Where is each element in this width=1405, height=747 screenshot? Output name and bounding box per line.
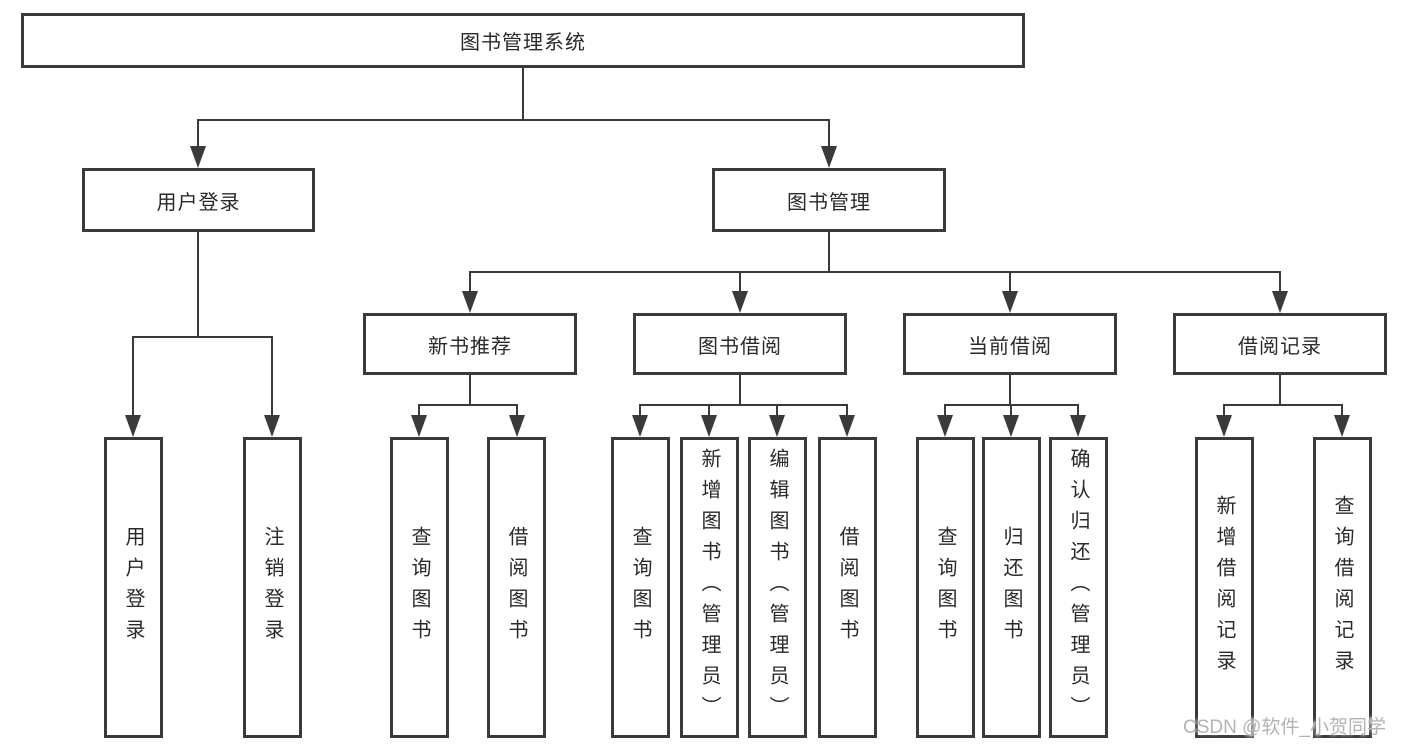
connector-line xyxy=(469,271,1281,273)
leaf-borrow-books-label: 借阅图书 xyxy=(836,525,858,650)
arrowhead-icon xyxy=(701,415,717,437)
node-root-label: 图书管理系统 xyxy=(460,32,586,54)
connector-line xyxy=(1010,404,1012,420)
leaf-return-books: 归还图书 xyxy=(982,437,1041,738)
connector-line xyxy=(522,68,524,121)
arrowhead-icon xyxy=(125,415,141,437)
arrowhead-icon xyxy=(462,291,478,313)
leaf-confirm-return-admin: 确认归还（管理员） xyxy=(1049,437,1108,738)
leaf-add-borrow-record: 新增借阅记录 xyxy=(1195,437,1254,738)
connector-line xyxy=(1009,271,1011,293)
leaf-query-books-borrow-label: 查询图书 xyxy=(629,525,651,650)
leaf-query-books-current-label: 查询图书 xyxy=(934,525,956,650)
connector-line xyxy=(418,404,420,420)
connector-line xyxy=(739,375,741,406)
connector-line xyxy=(1077,404,1079,420)
leaf-query-books-recommend-label: 查询图书 xyxy=(408,525,430,650)
connector-line xyxy=(132,336,273,338)
arrowhead-icon xyxy=(1002,291,1018,313)
connector-line xyxy=(708,404,710,420)
connector-line xyxy=(828,119,830,150)
node-borrow-records-label: 借阅记录 xyxy=(1238,335,1322,358)
node-current-borrow-label: 当前借阅 xyxy=(968,335,1052,358)
node-user-login-label: 用户登录 xyxy=(156,191,241,214)
leaf-logout: 注销登录 xyxy=(243,437,302,738)
arrowhead-icon xyxy=(1216,415,1232,437)
connector-line xyxy=(846,404,848,420)
leaf-borrow-books-recommend-label: 借阅图书 xyxy=(505,525,527,650)
node-new-book-recommend-label: 新书推荐 xyxy=(428,335,512,358)
connector-line xyxy=(469,375,471,406)
connector-line xyxy=(944,404,946,420)
leaf-borrow-books: 借阅图书 xyxy=(818,437,877,738)
arrowhead-icon xyxy=(190,146,206,168)
arrowhead-icon xyxy=(632,415,648,437)
leaf-confirm-return-admin-label: 确认归还（管理员） xyxy=(1067,448,1089,727)
leaf-return-books-label: 归还图书 xyxy=(1000,525,1022,650)
connector-line xyxy=(197,119,199,150)
leaf-edit-books-admin-label: 编辑图书（管理员） xyxy=(766,448,788,727)
arrowhead-icon xyxy=(839,415,855,437)
arrowhead-icon xyxy=(1003,415,1019,437)
connector-line xyxy=(1279,375,1281,406)
arrowhead-icon xyxy=(411,415,427,437)
node-user-login: 用户登录 xyxy=(82,168,315,232)
leaf-add-borrow-record-label: 新增借阅记录 xyxy=(1213,494,1235,681)
connector-line xyxy=(1009,375,1011,406)
node-borrow-records: 借阅记录 xyxy=(1173,313,1387,375)
node-book-management: 图书管理 xyxy=(712,168,946,232)
connector-line xyxy=(1223,404,1225,420)
leaf-query-books-current: 查询图书 xyxy=(916,437,975,738)
leaf-borrow-books-recommend: 借阅图书 xyxy=(487,437,546,738)
arrowhead-icon xyxy=(937,415,953,437)
connector-line xyxy=(828,232,830,273)
connector-line xyxy=(197,232,199,338)
node-book-borrow: 图书借阅 xyxy=(633,313,847,375)
leaf-user-login: 用户登录 xyxy=(104,437,163,738)
connector-line xyxy=(776,404,778,420)
node-book-management-label: 图书管理 xyxy=(787,191,871,214)
connector-line xyxy=(516,404,518,420)
arrowhead-icon xyxy=(1334,415,1350,437)
arrowhead-icon xyxy=(769,415,785,437)
arrowhead-icon xyxy=(1272,291,1288,313)
arrowhead-icon xyxy=(1070,415,1086,437)
arrowhead-icon xyxy=(732,291,748,313)
node-book-borrow-label: 图书借阅 xyxy=(698,335,782,358)
node-root: 图书管理系统 xyxy=(21,13,1025,68)
connector-line xyxy=(418,404,518,406)
connector-line xyxy=(132,336,134,421)
arrowhead-icon xyxy=(821,146,837,168)
leaf-query-borrow-record-label: 查询借阅记录 xyxy=(1331,494,1353,681)
arrowhead-icon xyxy=(264,415,280,437)
leaf-user-login-label: 用户登录 xyxy=(122,525,144,650)
csdn-watermark: CSDN @软件_小贺同学 xyxy=(1183,717,1386,738)
leaf-add-books-admin-label: 新增图书（管理员） xyxy=(698,448,720,727)
node-new-book-recommend: 新书推荐 xyxy=(363,313,577,375)
connector-line xyxy=(271,336,273,421)
leaf-edit-books-admin: 编辑图书（管理员） xyxy=(748,437,807,738)
leaf-query-borrow-record: 查询借阅记录 xyxy=(1313,437,1372,738)
leaf-query-books-borrow: 查询图书 xyxy=(611,437,670,738)
connector-line xyxy=(1223,404,1343,406)
leaf-logout-label: 注销登录 xyxy=(261,525,283,650)
node-current-borrow: 当前借阅 xyxy=(903,313,1117,375)
connector-line xyxy=(1279,271,1281,293)
connector-line xyxy=(1341,404,1343,420)
arrowhead-icon xyxy=(509,415,525,437)
connector-line xyxy=(469,271,471,293)
leaf-add-books-admin: 新增图书（管理员） xyxy=(680,437,739,738)
connector-line xyxy=(639,404,641,420)
connector-line xyxy=(639,404,848,406)
leaf-query-books-recommend: 查询图书 xyxy=(390,437,449,738)
connector-line xyxy=(197,119,830,121)
connector-line xyxy=(739,271,741,293)
